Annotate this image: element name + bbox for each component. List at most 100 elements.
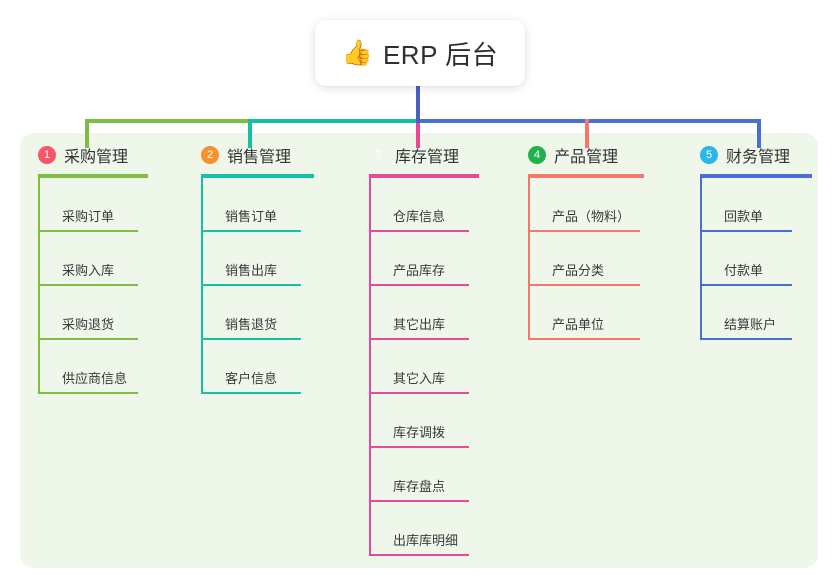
branch-item-rule bbox=[369, 284, 469, 286]
branch-item-list-2: 销售订单销售出库销售退货客户信息 bbox=[201, 178, 351, 394]
branch-item-label: 销售退货 bbox=[225, 317, 278, 332]
branch-item-label: 其它入库 bbox=[393, 371, 446, 386]
branch-item-spine bbox=[369, 394, 371, 448]
branch-item-spine bbox=[201, 232, 203, 286]
branch-item-rule bbox=[38, 338, 138, 340]
branch-item-spine bbox=[369, 232, 371, 286]
branch-item-spine bbox=[700, 178, 702, 232]
branch-item-rule bbox=[700, 338, 792, 340]
branch-item-rule bbox=[700, 284, 792, 286]
branch-item-rule bbox=[369, 554, 469, 556]
branch-item-spine bbox=[369, 340, 371, 394]
root-node[interactable]: 👍 ERP 后台 bbox=[315, 20, 525, 86]
branch-item-rule bbox=[38, 392, 138, 394]
branch-item[interactable]: 其它入库 bbox=[369, 340, 519, 394]
branch-item-label: 其它出库 bbox=[393, 317, 446, 332]
branch-item[interactable]: 仓库信息 bbox=[369, 178, 519, 232]
branch-header-rule-5 bbox=[700, 174, 812, 178]
branch-item-spine bbox=[38, 178, 40, 232]
branch-column-3: 3 库存管理 仓库信息产品库存其它出库其它入库库存调拨库存盘点出库库明细 bbox=[369, 142, 519, 556]
bus-segment-green bbox=[85, 119, 400, 123]
branch-item-spine bbox=[369, 448, 371, 502]
branch-item[interactable]: 产品库存 bbox=[369, 232, 519, 286]
branch-item-list-1: 采购订单采购入库采购退货供应商信息 bbox=[38, 178, 188, 394]
branch-item-label: 出库库明细 bbox=[393, 533, 459, 548]
branch-item-spine bbox=[369, 178, 371, 232]
branch-item-label: 客户信息 bbox=[225, 371, 278, 386]
branch-title-5: 财务管理 bbox=[726, 149, 791, 166]
branch-item-rule bbox=[201, 284, 301, 286]
branch-item-label: 产品分类 bbox=[552, 263, 605, 278]
branch-item-label: 回款单 bbox=[724, 209, 764, 224]
branch-item-label: 产品库存 bbox=[393, 263, 446, 278]
branch-item[interactable]: 其它出库 bbox=[369, 286, 519, 340]
branch-item[interactable]: 库存调拨 bbox=[369, 394, 519, 448]
branch-item-spine bbox=[700, 232, 702, 286]
branch-item-label: 结算账户 bbox=[724, 317, 777, 332]
branch-item-spine bbox=[528, 286, 530, 340]
branch-title-1: 采购管理 bbox=[64, 149, 129, 166]
branch-item[interactable]: 出库库明细 bbox=[369, 502, 519, 556]
branch-column-5: 5 财务管理 回款单付款单结算账户 bbox=[700, 142, 839, 340]
branch-item-rule bbox=[38, 284, 138, 286]
drop-connector-1 bbox=[85, 119, 89, 148]
branch-item[interactable]: 采购退货 bbox=[38, 286, 188, 340]
branch-item-list-4: 产品（物料） 产品分类产品单位 bbox=[528, 178, 688, 340]
branch-item-rule bbox=[528, 338, 640, 340]
branch-item-rule bbox=[201, 392, 301, 394]
branch-item[interactable]: 供应商信息 bbox=[38, 340, 188, 394]
branch-item-label: 采购入库 bbox=[62, 263, 115, 278]
branch-item-rule bbox=[528, 230, 640, 232]
branch-header-3[interactable]: 3 库存管理 bbox=[369, 142, 519, 168]
branch-header-2[interactable]: 2 销售管理 bbox=[201, 142, 351, 168]
branch-header-5[interactable]: 5 财务管理 bbox=[700, 142, 839, 168]
bus-segment-teal bbox=[248, 119, 418, 123]
branch-item[interactable]: 产品单位 bbox=[528, 286, 688, 340]
branch-item-list-5: 回款单付款单结算账户 bbox=[700, 178, 839, 340]
branch-item-spine bbox=[38, 232, 40, 286]
branch-column-4: 4 产品管理 产品（物料） 产品分类产品单位 bbox=[528, 142, 688, 340]
branch-item-rule bbox=[700, 230, 792, 232]
branch-item[interactable]: 结算账户 bbox=[700, 286, 839, 340]
branch-header-rule-4 bbox=[528, 174, 644, 178]
branch-item-rule bbox=[369, 338, 469, 340]
branch-number-badge-1: 1 bbox=[38, 146, 56, 164]
branch-item-spine bbox=[38, 340, 40, 394]
branch-item-spine bbox=[201, 340, 203, 394]
drop-connector-2 bbox=[248, 119, 252, 148]
root-title: ERP 后台 bbox=[382, 39, 499, 70]
branch-item[interactable]: 付款单 bbox=[700, 232, 839, 286]
branch-item-label: 付款单 bbox=[724, 263, 764, 278]
branch-item-label: 销售订单 bbox=[225, 209, 278, 224]
branch-item-rule bbox=[369, 392, 469, 394]
branch-item[interactable]: 客户信息 bbox=[201, 340, 351, 394]
branch-item-spine bbox=[700, 286, 702, 340]
branch-item[interactable]: 销售出库 bbox=[201, 232, 351, 286]
branch-item-label: 供应商信息 bbox=[62, 371, 128, 386]
branch-item-spine bbox=[528, 232, 530, 286]
branch-item-spine bbox=[201, 178, 203, 232]
branch-item[interactable]: 采购订单 bbox=[38, 178, 188, 232]
branch-item[interactable]: 采购入库 bbox=[38, 232, 188, 286]
branch-item-rule bbox=[369, 446, 469, 448]
branch-header-rule-2 bbox=[201, 174, 314, 178]
branch-header-4[interactable]: 4 产品管理 bbox=[528, 142, 688, 168]
branch-item[interactable]: 回款单 bbox=[700, 178, 839, 232]
branch-number-badge-4: 4 bbox=[528, 146, 546, 164]
branch-item[interactable]: 库存盘点 bbox=[369, 448, 519, 502]
branch-item-rule bbox=[369, 500, 469, 502]
branch-item[interactable]: 销售退货 bbox=[201, 286, 351, 340]
branch-item[interactable]: 产品分类 bbox=[528, 232, 688, 286]
drop-connector-5 bbox=[757, 119, 761, 148]
branch-item-rule bbox=[201, 338, 301, 340]
branch-item[interactable]: 产品（物料） bbox=[528, 178, 688, 232]
branch-item-spine bbox=[369, 286, 371, 340]
branch-item-label: 采购订单 bbox=[62, 209, 115, 224]
branch-header-1[interactable]: 1 采购管理 bbox=[38, 142, 188, 168]
branch-item-label: 库存盘点 bbox=[393, 479, 446, 494]
branch-item-rule bbox=[528, 284, 640, 286]
drop-connector-4 bbox=[585, 119, 589, 148]
branch-item-label: 产品单位 bbox=[552, 317, 605, 332]
branch-item[interactable]: 销售订单 bbox=[201, 178, 351, 232]
branch-header-rule-1 bbox=[38, 174, 148, 178]
